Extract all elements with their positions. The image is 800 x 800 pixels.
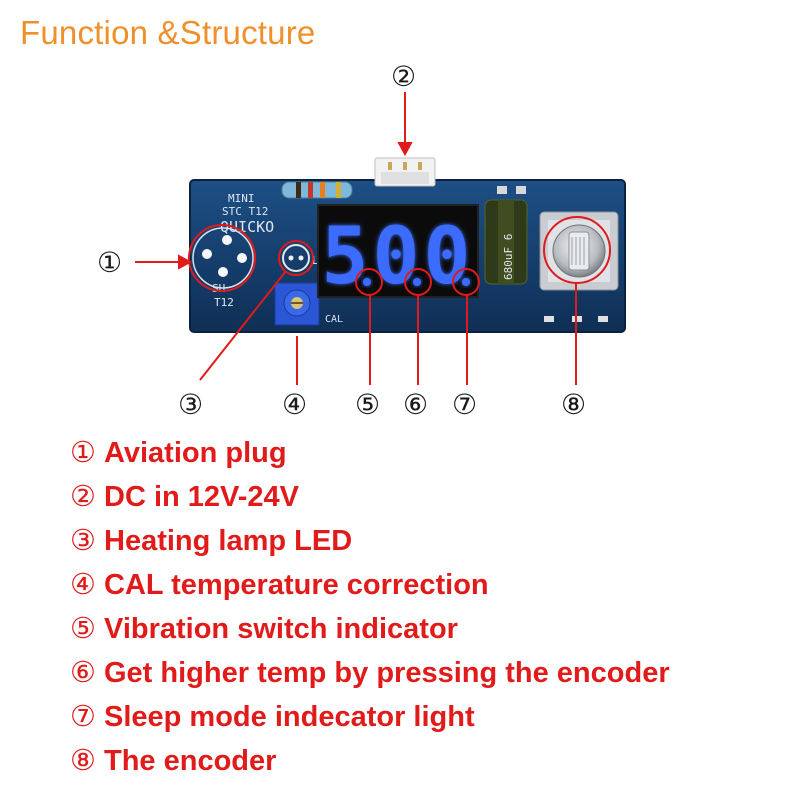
resistor [281, 181, 353, 199]
legend-number: ③ [70, 523, 96, 557]
legend-text: Get higher temp by pressing the encoder [104, 657, 670, 689]
silk-quicko: QUICKO [220, 218, 274, 236]
smd-part [544, 316, 554, 322]
smd-part [516, 186, 526, 194]
capacitor: 680uF 6 [484, 199, 528, 285]
smd-part [598, 316, 608, 322]
legend-number: ⑧ [70, 743, 96, 777]
legend-text: The encoder [104, 745, 277, 777]
legend-text: Sleep mode indecator light [104, 701, 475, 733]
aviation-plug-pads [192, 227, 254, 289]
legend-number: ⑦ [70, 699, 96, 733]
silk-t12: T12 [214, 296, 234, 309]
callout-2: ② [391, 60, 416, 93]
callout-5: ⑤ [355, 388, 380, 421]
legend-text: Aviation plug [104, 437, 287, 469]
aviation-plug-callout-ring [188, 224, 256, 292]
legend-text: CAL temperature correction [104, 569, 489, 601]
rotary-encoder [539, 211, 619, 291]
callout-8: ⑧ [561, 388, 586, 421]
silk-mini: MINI [228, 192, 255, 205]
callout-4: ④ [282, 388, 307, 421]
legend-number: ④ [70, 567, 96, 601]
legend-text: DC in 12V-24V [104, 481, 300, 513]
callout-1: ① [97, 246, 122, 279]
arrowhead-1 [178, 254, 193, 270]
smd-part [497, 186, 507, 194]
silk-l: L [312, 254, 319, 267]
callout-7: ⑦ [452, 388, 477, 421]
display-readout: 500 [322, 212, 475, 302]
callout-6: ⑥ [403, 388, 428, 421]
boost-indicator-dot [413, 278, 421, 286]
page-title: Function &Structure [20, 14, 316, 51]
legend-number: ⑤ [70, 611, 96, 645]
dc-connector [374, 157, 436, 187]
sleep-indicator-dot [462, 278, 470, 286]
legend-number: ② [70, 479, 96, 513]
leader-line-3 [199, 270, 287, 381]
heating-led-callout-ring [278, 240, 314, 276]
legend-number: ⑥ [70, 655, 96, 689]
silk-cal: CAL [325, 314, 343, 325]
cal-potentiometer [274, 282, 320, 326]
legend-text: Heating lamp LED [104, 525, 353, 557]
seven-segment-display: 500 [317, 204, 479, 302]
heating-led [282, 244, 310, 272]
capacitor-label: 680uF 6 [502, 234, 515, 280]
legend-text: Vibration switch indicator [104, 613, 458, 645]
silk-stc-t12: STC T12 [222, 205, 268, 218]
legend-number: ① [70, 435, 96, 469]
callout-3: ③ [178, 388, 203, 421]
arrowhead-2 [397, 142, 413, 157]
board-diagram: MINI STC T12 QUICKO SH T12 CAL L 500 [97, 60, 626, 421]
vibration-indicator-dot [363, 278, 371, 286]
